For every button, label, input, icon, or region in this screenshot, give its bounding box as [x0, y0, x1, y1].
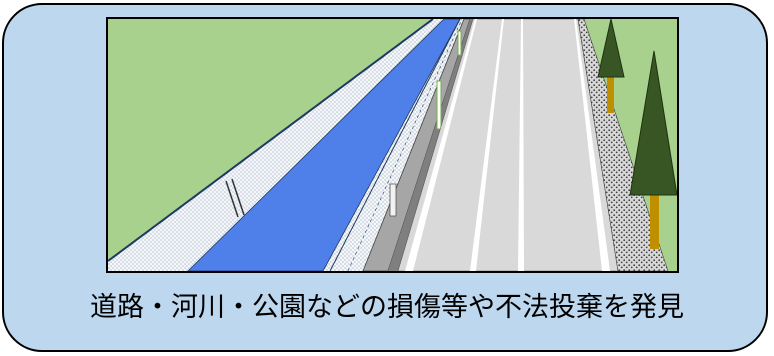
bollard: [389, 183, 397, 217]
tree: [629, 50, 677, 249]
bollard: [457, 30, 462, 56]
river-embankment-inner: [330, 19, 464, 271]
lane-marker: [470, 19, 504, 271]
road-lanes: [397, 19, 619, 271]
lane-marker: [518, 19, 524, 271]
road-river-illustration: [106, 17, 679, 273]
tree: [597, 19, 625, 113]
river-water: [187, 19, 461, 271]
caption-text: 道路・河川・公園などの損傷等や不法投棄を発見: [90, 292, 684, 323]
embankment-post: [231, 178, 245, 216]
gravel-shoulder: [577, 19, 669, 271]
bollard: [436, 80, 442, 130]
